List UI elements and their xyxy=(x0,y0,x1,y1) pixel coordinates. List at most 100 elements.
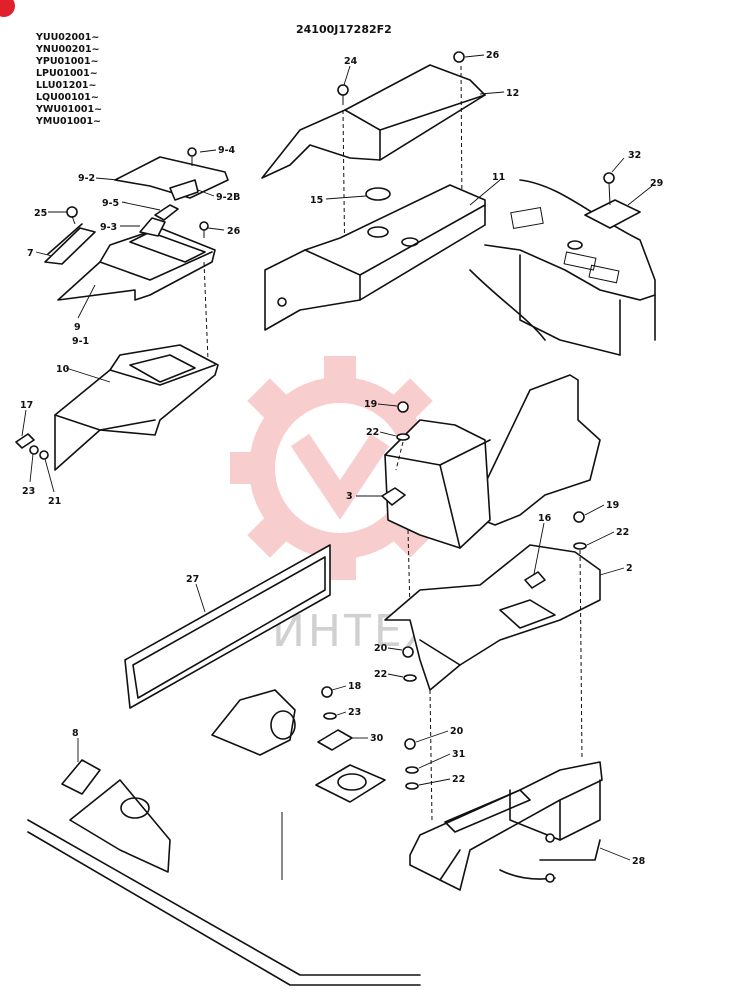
serial-range: YPU01001~ xyxy=(35,56,99,67)
callout-label: 9-5 xyxy=(102,198,119,209)
callout-label: 8 xyxy=(72,728,79,739)
part-8-switch xyxy=(61,759,101,795)
part-2-support-frame xyxy=(384,511,601,821)
callout-label: 31 xyxy=(452,749,465,760)
callout-label: 22 xyxy=(616,527,629,538)
part-28-seat-frame xyxy=(404,738,603,891)
callout-label: 2 xyxy=(626,563,633,574)
callout-label: 9-2 xyxy=(78,173,95,184)
part-9-2b-bracket xyxy=(169,179,199,201)
callout-label: 11 xyxy=(492,172,505,183)
serial-range-list: YUU02001~ YNU00201~ YPU01001~ LPU01001~ … xyxy=(35,32,102,127)
callout-label: 9-1 xyxy=(72,336,89,347)
callout-label: 17 xyxy=(20,400,33,411)
part-11-base-frame xyxy=(264,184,486,331)
part-10-lower-cover xyxy=(15,344,219,471)
callout-label: 23 xyxy=(22,486,35,497)
callout-label: 27 xyxy=(186,574,199,585)
part-9-5-switch xyxy=(154,204,179,221)
serial-range: YUU02001~ xyxy=(35,32,99,43)
drawing-code: 24100J17282F2 xyxy=(296,23,392,36)
part-29-cover-plate xyxy=(584,199,641,229)
part-10-housing xyxy=(54,344,219,471)
part-22-lower-washer xyxy=(405,782,419,790)
serial-range: LLU01201~ xyxy=(36,80,97,91)
callout-label: 28 xyxy=(632,856,646,867)
serial-range: YNU00201~ xyxy=(35,44,100,55)
part-2-frame-body xyxy=(384,544,601,691)
part-8-bracket-base xyxy=(69,779,171,873)
part-22-washer xyxy=(396,433,410,441)
part-15-grommet xyxy=(365,187,391,201)
part-20-lower-bolt xyxy=(404,738,416,750)
part-26-screw xyxy=(199,221,209,231)
part-27-panel-body xyxy=(124,544,331,709)
callout-label: 18 xyxy=(348,681,362,692)
part-25-knob xyxy=(66,206,78,218)
serial-range: LPU01001~ xyxy=(36,68,98,79)
callout-label: 15 xyxy=(310,195,323,206)
callout-labels: 9-4 9-2 9-2B 9-5 9-3 25 26 7 9 9-1 10 17… xyxy=(20,50,663,867)
callout-label: 9-2B xyxy=(216,192,240,203)
part-3-clamp xyxy=(381,487,406,506)
part-30-plate xyxy=(317,729,353,751)
part-3-control-box xyxy=(381,374,601,613)
part-9-cover xyxy=(57,227,216,301)
part-26-top-screw xyxy=(453,51,465,63)
callout-label: 10 xyxy=(56,364,70,375)
leader-lines xyxy=(21,54,653,861)
part-32-bolt xyxy=(603,172,615,184)
part-30-mount-plate xyxy=(315,686,386,803)
part-31-washer xyxy=(405,766,419,774)
part-11-frame-body xyxy=(264,184,486,331)
callout-label: 22 xyxy=(374,669,387,680)
corner-badge-icon xyxy=(0,0,15,17)
part-19-bolt xyxy=(397,401,409,413)
callout-label: 32 xyxy=(628,150,641,161)
callout-label: 21 xyxy=(48,496,61,507)
part-20-bolt xyxy=(402,646,414,658)
pedal-mount xyxy=(211,689,296,756)
part-22-right-washer xyxy=(573,542,587,550)
part-9-4-screw xyxy=(187,147,197,157)
part-27-side-panel xyxy=(124,544,331,709)
callout-label: 29 xyxy=(650,178,663,189)
callout-label: 9-3 xyxy=(100,222,117,233)
callout-label: 20 xyxy=(450,726,464,737)
part-29-side-console xyxy=(469,172,656,356)
part-9-2-plate xyxy=(114,156,229,199)
part-9-console-cover xyxy=(44,147,229,361)
callout-label: 12 xyxy=(506,88,519,99)
part-16-clip xyxy=(524,571,546,589)
callout-label: 19 xyxy=(606,500,619,511)
floor-plate xyxy=(27,689,421,986)
callout-label: 22 xyxy=(452,774,465,785)
part-7-handle xyxy=(44,227,96,265)
callout-label: 26 xyxy=(486,50,500,61)
part-23-lower-washer xyxy=(323,712,337,720)
callout-label: 3 xyxy=(346,491,353,502)
part-9-3-switch xyxy=(139,217,166,237)
part-18-bolt xyxy=(321,686,333,698)
part-23-washer xyxy=(29,445,39,455)
part-12-cover-body xyxy=(261,64,486,179)
callout-label: 19 xyxy=(364,399,377,410)
callout-label: 26 xyxy=(227,226,241,237)
callout-label: 7 xyxy=(27,248,34,259)
callout-label: 20 xyxy=(374,643,388,654)
part-12-upper-cover xyxy=(261,51,486,281)
serial-range: LQU00101~ xyxy=(36,92,99,103)
callout-label: 9-4 xyxy=(218,145,236,156)
callout-label: 25 xyxy=(34,208,47,219)
callout-label: 22 xyxy=(366,427,379,438)
callout-label: 23 xyxy=(348,707,361,718)
part-3-box-body xyxy=(384,419,491,549)
callout-label: 24 xyxy=(344,56,358,67)
part-22-mid-washer xyxy=(403,674,417,682)
callout-label: 9 xyxy=(74,322,81,333)
callout-label: 30 xyxy=(370,733,384,744)
part-21-nut xyxy=(39,450,49,460)
part-19-right-bolt xyxy=(573,511,585,523)
